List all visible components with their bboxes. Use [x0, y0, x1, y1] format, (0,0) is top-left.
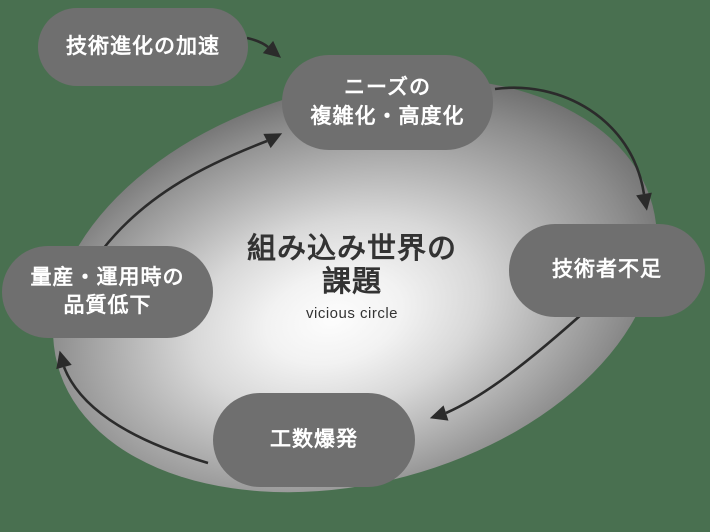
- arrowhead-quality-to-needs-icon: [263, 133, 283, 149]
- arrowhead-shortage-to-explosion-icon: [429, 405, 449, 421]
- node-quality-decline-label-line1: 量産・運用時の: [30, 265, 185, 289]
- center-label: 組み込み世界の 課題 vicious circle: [212, 233, 492, 322]
- node-tech-evolution-label: 技術進化の加速: [66, 34, 220, 58]
- arrow-needs-to-shortage: [494, 86, 646, 195]
- diagram-title-line1: 組み込み世界の: [246, 233, 457, 265]
- node-quality-decline-label-line2: 品質低下: [63, 294, 152, 317]
- node-needs-label-line2: 複雑化・高度化: [310, 104, 465, 128]
- node-tech-evolution: 技術進化の加速: [38, 8, 248, 86]
- arrowhead-tech-evolution-to-needs-icon: [262, 40, 282, 58]
- arrowhead-needs-to-shortage-icon: [636, 192, 652, 211]
- diagram-title-line2: 課題: [321, 266, 382, 298]
- arrow-quality-to-needs: [101, 139, 268, 250]
- cycle-background-ellipse: [53, 77, 657, 493]
- node-engineer-shortage: 技術者不足: [509, 224, 705, 317]
- node-needs-complexity: ニーズの 複雑化・高度化: [282, 55, 493, 150]
- diagram-subtitle: vicious circle: [305, 305, 399, 322]
- arrowhead-explosion-to-quality-icon: [56, 350, 72, 370]
- node-manhour-explosion: 工数爆発: [213, 393, 415, 487]
- node-needs-label-line1: ニーズの: [344, 76, 431, 100]
- arrow-tech-evolution-to-needs: [246, 36, 269, 49]
- node-quality-decline: 量産・運用時の 品質低下: [2, 246, 213, 338]
- node-engineer-shortage-label: 技術者不足: [552, 258, 662, 282]
- arrow-explosion-to-quality: [62, 366, 209, 465]
- arrow-shortage-to-explosion: [445, 304, 593, 415]
- node-manhour-explosion-label: 工数爆発: [270, 427, 358, 451]
